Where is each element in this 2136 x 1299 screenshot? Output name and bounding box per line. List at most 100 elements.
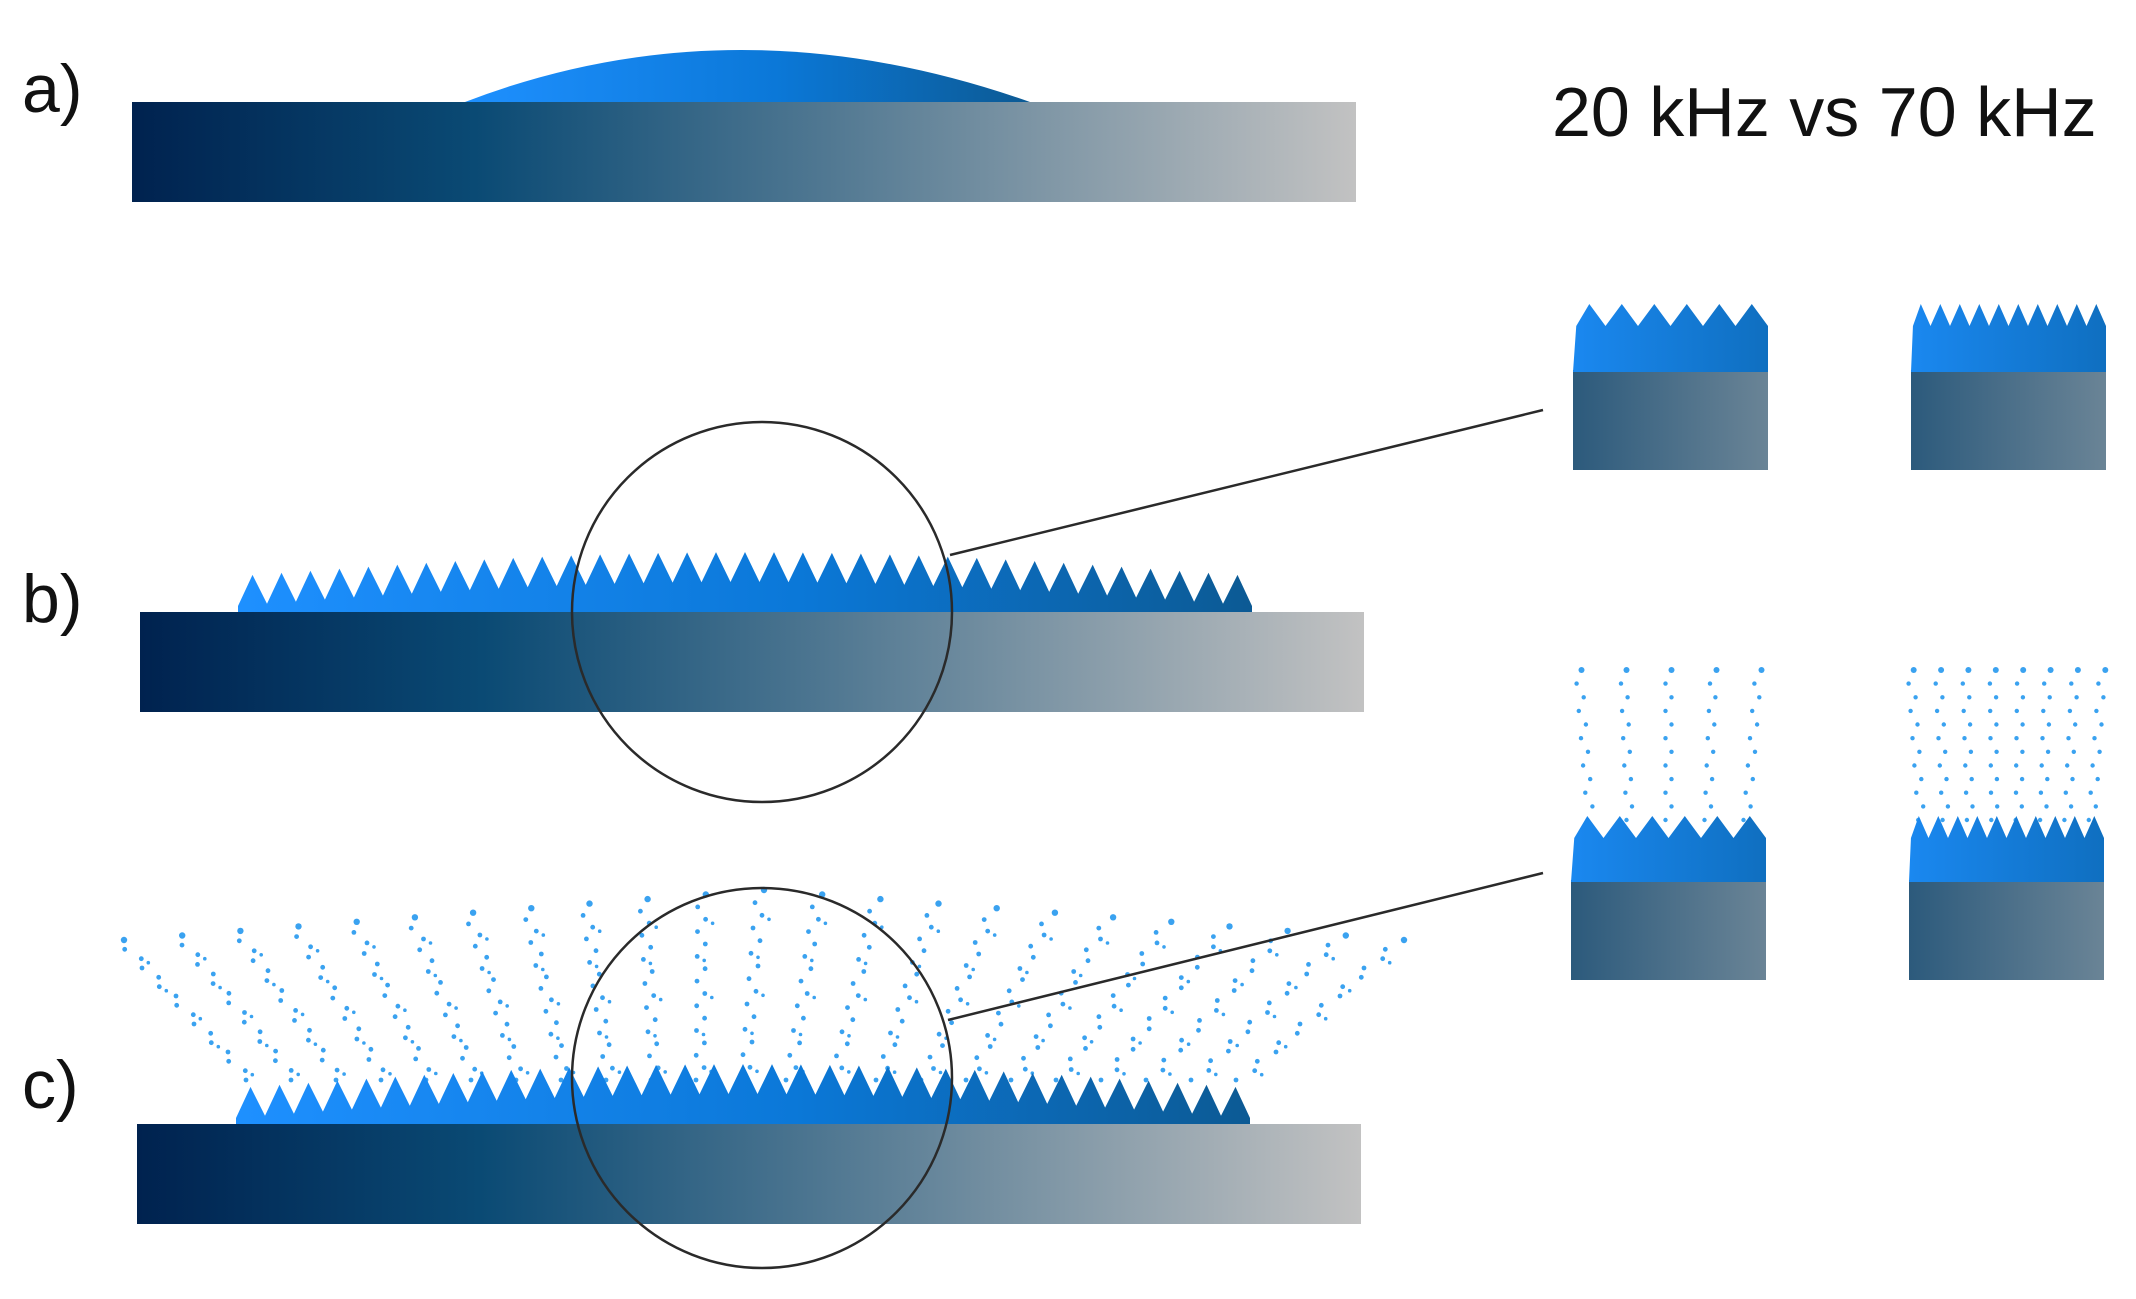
droplet	[1022, 1066, 1028, 1072]
droplet	[1226, 923, 1233, 930]
droplet	[1325, 942, 1331, 948]
droplet	[356, 1026, 362, 1032]
droplet	[1989, 817, 1994, 823]
droplet	[1231, 988, 1237, 993]
droplet	[586, 900, 593, 907]
droplet	[847, 1034, 851, 1038]
inset-substrate	[1573, 370, 1768, 470]
droplet	[931, 1066, 936, 1071]
droplet	[2073, 722, 2078, 727]
droplet	[1068, 1006, 1072, 1010]
droplet	[216, 1044, 221, 1049]
droplet	[353, 918, 360, 925]
droplet	[1623, 790, 1628, 795]
droplet	[1709, 776, 1715, 782]
droplet	[320, 964, 326, 970]
droplet-cap	[465, 50, 1030, 102]
droplet	[210, 971, 216, 977]
droplet	[1139, 951, 1145, 956]
droplet	[1578, 667, 1585, 673]
droplet	[984, 1071, 989, 1075]
substrate-b	[140, 612, 1364, 712]
droplet	[701, 1065, 707, 1070]
droplet	[242, 1068, 248, 1074]
droplet	[533, 963, 539, 968]
droplet	[417, 947, 423, 953]
droplet	[1162, 945, 1166, 949]
droplet	[250, 1072, 255, 1077]
droplet	[243, 1077, 249, 1083]
droplet	[767, 917, 771, 922]
droplet	[491, 977, 496, 982]
droplet	[812, 941, 818, 947]
droplet	[1153, 930, 1159, 935]
droplet	[195, 952, 201, 958]
droplet	[549, 997, 554, 1003]
droplet	[497, 999, 503, 1005]
droplet	[793, 1065, 799, 1070]
droplet	[505, 1004, 510, 1008]
droplet	[1245, 1029, 1251, 1035]
droplet	[2067, 708, 2073, 714]
droplet	[701, 1032, 706, 1037]
droplet	[596, 971, 602, 977]
droplet	[242, 1010, 247, 1015]
droplet	[645, 1029, 651, 1035]
droplet	[2040, 736, 2045, 741]
droplet	[2013, 790, 2019, 795]
droplet	[403, 1035, 408, 1041]
droplet	[1937, 763, 1943, 768]
droplet	[992, 933, 997, 937]
droplet	[2101, 695, 2106, 700]
droplet	[479, 966, 485, 971]
droplet	[226, 990, 232, 996]
droplet	[1259, 1072, 1264, 1077]
droplet	[179, 942, 185, 948]
droplet	[794, 1003, 800, 1009]
droplet	[801, 1015, 806, 1021]
droplet	[949, 1020, 954, 1026]
droplet	[294, 934, 299, 939]
droplet	[1910, 736, 1915, 741]
droplet	[985, 1033, 990, 1038]
droplet	[2062, 817, 2067, 823]
droplet	[1275, 953, 1279, 957]
droplet	[250, 958, 256, 964]
droplet	[372, 972, 377, 977]
droplet	[802, 954, 808, 959]
droplet	[477, 932, 483, 938]
droplet	[1580, 763, 1586, 768]
droplet	[748, 950, 754, 956]
droplet	[694, 954, 700, 959]
droplet	[1060, 1001, 1066, 1007]
droplet	[466, 921, 471, 927]
droplet	[861, 932, 867, 938]
droplet	[2099, 722, 2104, 727]
droplet	[856, 957, 861, 962]
droplet	[1581, 695, 1586, 700]
droplet	[1232, 978, 1238, 983]
droplet	[191, 1021, 197, 1027]
droplet	[749, 1039, 755, 1045]
droplet	[1138, 1041, 1142, 1045]
droplet	[845, 1005, 850, 1010]
droplet	[1143, 1077, 1149, 1083]
droplet	[1283, 1044, 1288, 1049]
droplet	[279, 988, 285, 993]
droplet	[2038, 790, 2044, 795]
droplet	[1965, 667, 1972, 673]
droplet	[888, 1030, 893, 1036]
droplet	[1096, 925, 1102, 931]
droplet	[2065, 763, 2070, 768]
droplet	[425, 969, 431, 974]
droplet	[1668, 667, 1675, 673]
droplet	[600, 1054, 606, 1059]
droplet	[434, 1071, 438, 1076]
droplet	[642, 981, 648, 986]
droplet	[861, 969, 867, 974]
droplet	[1331, 956, 1335, 961]
droplet	[272, 982, 276, 987]
droplet	[1919, 776, 1924, 782]
droplet	[902, 983, 908, 989]
droplet	[1994, 776, 2000, 782]
